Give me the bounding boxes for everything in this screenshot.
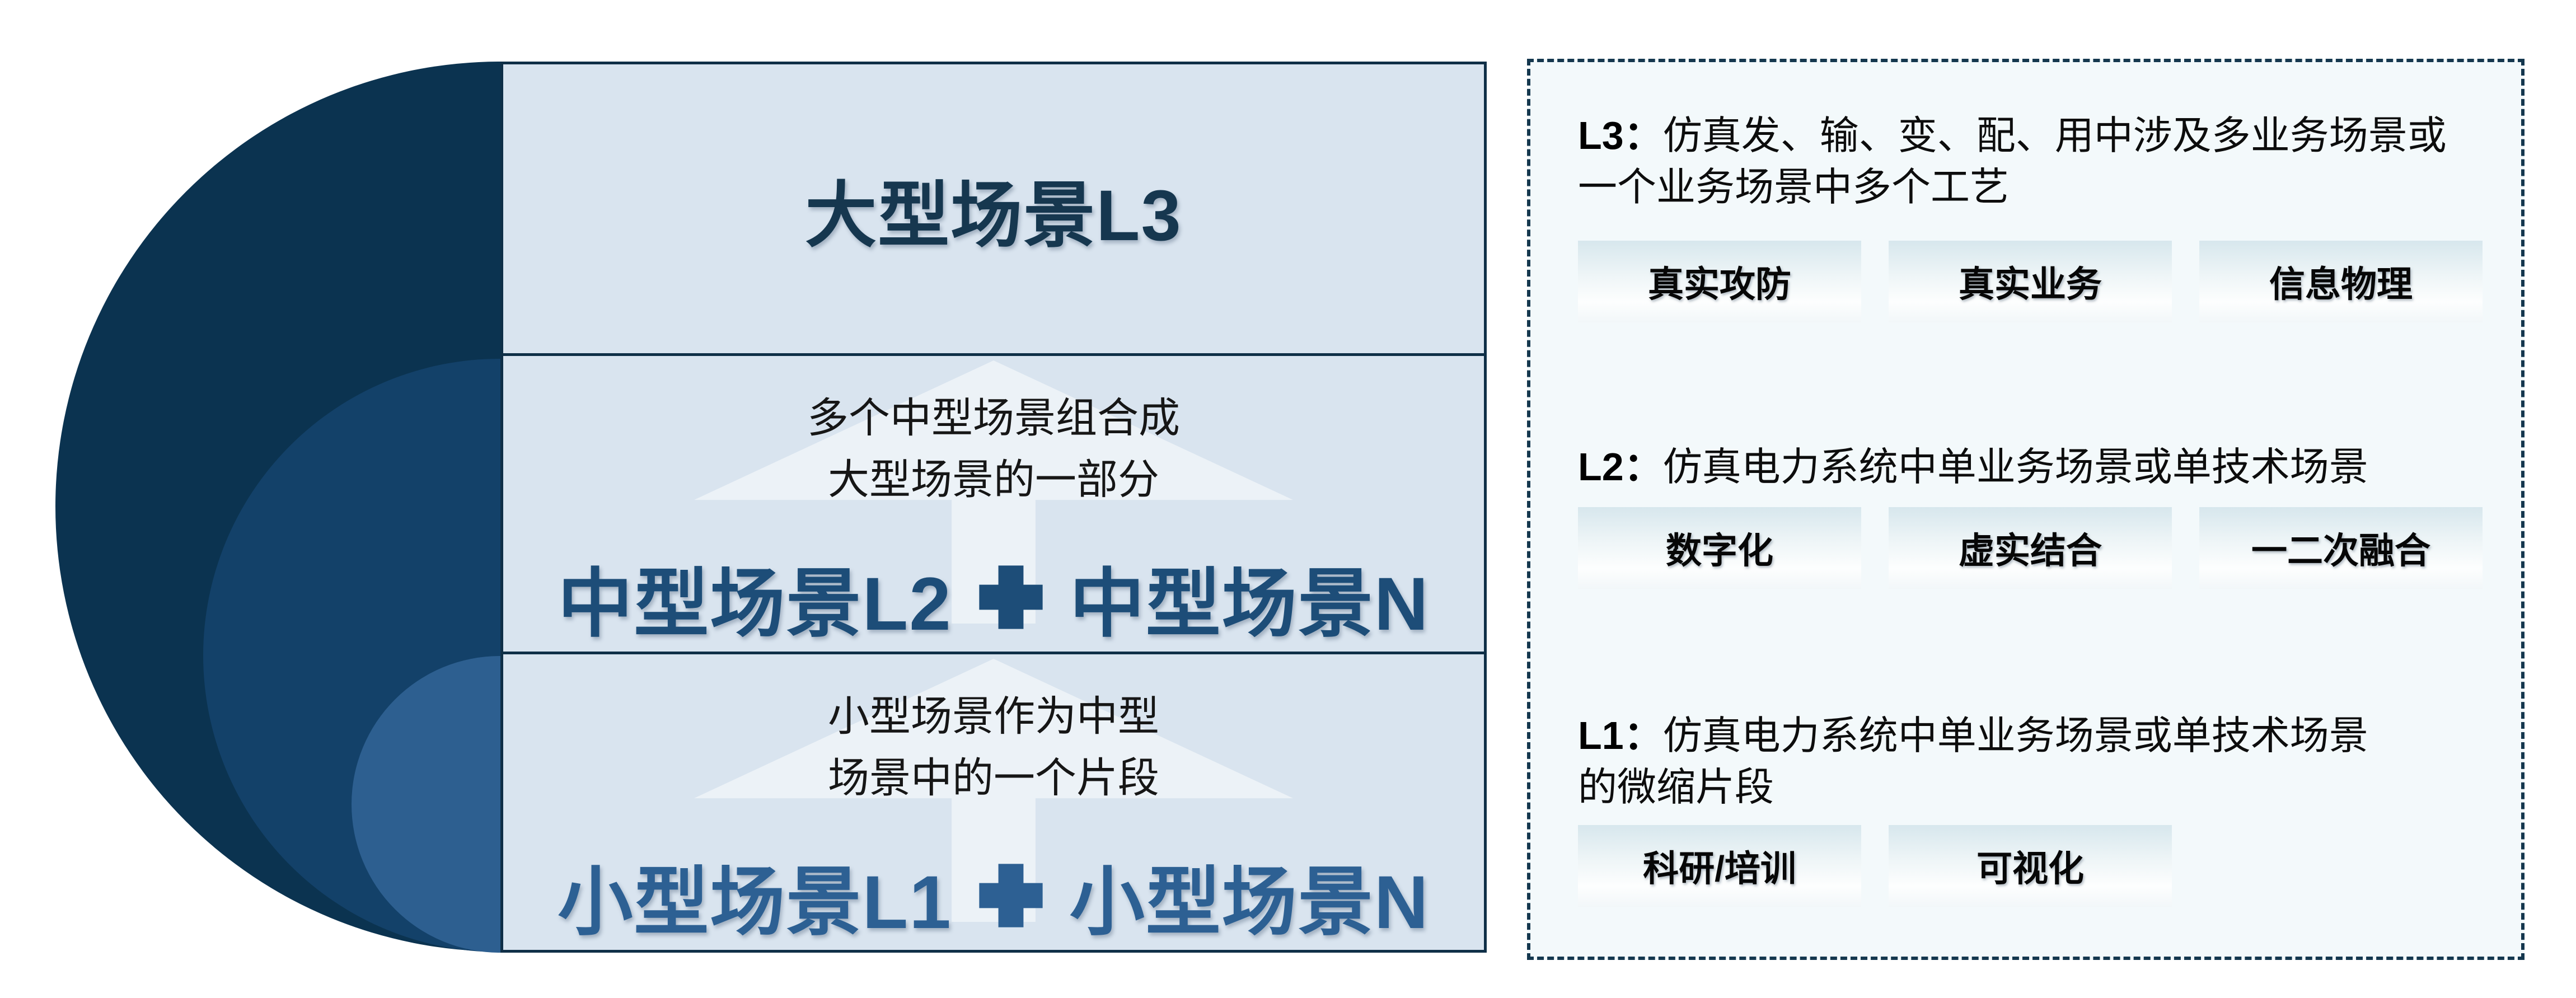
tag-chip: 科研/培训 [1578, 825, 1861, 907]
band-l2-title-left: 中型场景L2 [558, 563, 952, 646]
section-l2: L2：仿真电力系统中单业务场景或单技术场景 [1578, 441, 2476, 493]
section-l1-line2: 的微缩片段 [1578, 765, 1774, 809]
band-l2-note-line1: 多个中型场景组合成 [807, 395, 1180, 441]
section-l3-desc: 仿真发、输、变、配、用中涉及多业务场景或 [1662, 114, 2447, 157]
section-l3-line1: L3：仿真发、输、变、配、用中涉及多业务场景或 [1578, 110, 2476, 161]
level-description-panel: L3：仿真发、输、变、配、用中涉及多业务场景或 一个业务场景中多个工艺 真实攻防… [1527, 59, 2525, 960]
band-l2-note-line2: 大型场景的一部分 [828, 456, 1159, 503]
band-l3-title: 大型场景L3 [805, 175, 1182, 256]
tag-chip: 真实攻防 [1578, 241, 1861, 322]
section-l1-tags: 科研/培训 可视化 [1578, 825, 2476, 907]
band-l1-title-left: 小型场景L1 [558, 861, 952, 944]
section-l3-label: L3： [1578, 114, 1663, 157]
section-l2-desc: 仿真电力系统中单业务场景或单技术场景 [1662, 445, 2368, 489]
band-medium-scenario: 多个中型场景组合成 大型场景的一部分 中型场景L2 中型场景N [503, 353, 1484, 652]
section-l2-line1: L2：仿真电力系统中单业务场景或单技术场景 [1578, 441, 2476, 493]
section-l1-label: L1： [1578, 714, 1663, 757]
band-l1-title-row: 小型场景L1 小型场景N [558, 841, 1429, 950]
tag-chip: 一二次融合 [2199, 507, 2483, 589]
band-l2-title-row: 中型场景L2 中型场景N [558, 543, 1429, 652]
section-l3-tags: 真实攻防 真实业务 信息物理 [1578, 241, 2483, 322]
tag-chip: 信息物理 [2199, 241, 2483, 322]
plus-icon [979, 565, 1043, 629]
tag-chip: 真实业务 [1889, 241, 2172, 322]
scenario-stack: 大型场景L3 多个中型场景组合成 大型场景的一部分 中型场景L2 中型场景N 小… [500, 62, 1487, 953]
band-large-scenario: 大型场景L3 [503, 64, 1484, 353]
band-l2-title-right: 中型场景N [1069, 563, 1430, 646]
band-l1-note-line2: 场景中的一个片段 [828, 755, 1159, 801]
tag-chip: 数字化 [1578, 507, 1861, 589]
band-small-scenario: 小型场景作为中型 场景中的一个片段 小型场景L1 小型场景N [503, 652, 1484, 950]
section-l2-label: L2： [1578, 445, 1663, 489]
section-l1-line1: L1：仿真电力系统中单业务场景或单技术场景 [1578, 710, 2476, 761]
plus-icon [979, 864, 1043, 927]
band-l1-title-right: 小型场景N [1069, 861, 1430, 944]
section-l1-desc: 仿真电力系统中单业务场景或单技术场景 [1662, 714, 2368, 757]
band-l1-note-line1: 小型场景作为中型 [828, 693, 1159, 739]
section-l1: L1：仿真电力系统中单业务场景或单技术场景 的微缩片段 [1578, 710, 2476, 813]
tag-chip: 虚实结合 [1889, 507, 2172, 589]
tag-chip: 可视化 [1889, 825, 2172, 907]
band-l1-note: 小型场景作为中型 场景中的一个片段 [828, 686, 1159, 809]
band-l2-note: 多个中型场景组合成 大型场景的一部分 [807, 387, 1180, 510]
section-l2-tags: 数字化 虚实结合 一二次融合 [1578, 507, 2483, 589]
section-l3: L3：仿真发、输、变、配、用中涉及多业务场景或 一个业务场景中多个工艺 [1578, 110, 2476, 213]
section-l3-line2: 一个业务场景中多个工艺 [1578, 165, 2009, 209]
